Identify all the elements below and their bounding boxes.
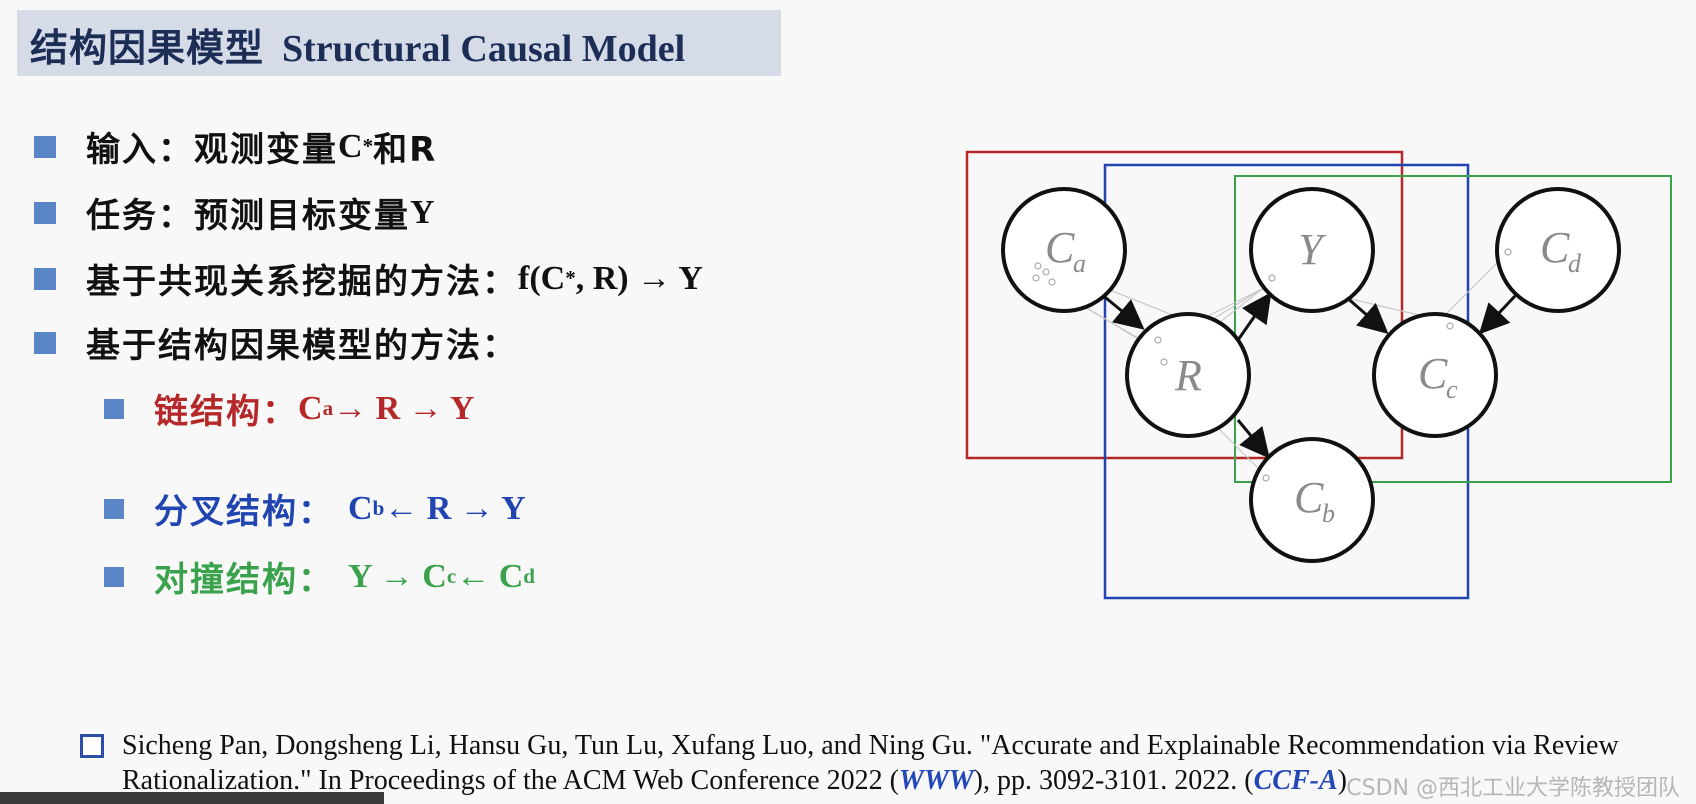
bullet-scm: 基于结构因果模型的方法： <box>34 318 518 367</box>
slide-title-en: Structural Causal Model <box>282 28 686 70</box>
bullet-fork-label: 分叉结构： <box>154 492 334 532</box>
bullet-task-y: Y <box>410 193 435 231</box>
node-cb-label: C <box>1294 473 1324 522</box>
reference-rank: CCF-A <box>1253 765 1338 796</box>
title-band <box>17 10 781 76</box>
node-cc-label: C <box>1418 349 1448 398</box>
bullet-cooccurrence-label: 基于共现关系挖掘的方法： <box>86 262 518 302</box>
bullet-cooccurrence-f: f(C <box>518 259 566 297</box>
node-r-label: R <box>1174 351 1202 400</box>
reference-venue: WWW <box>898 765 974 796</box>
bullet-square-icon <box>104 398 124 419</box>
bullet-fork-sub: b <box>372 496 385 520</box>
node-y: Y <box>1249 187 1375 313</box>
bullet-collider-mid: ← C <box>456 557 524 595</box>
edge-ca-r <box>1099 291 1145 330</box>
bullet-chain-sub: a <box>322 396 334 420</box>
node-cb-sub: b <box>1322 499 1335 528</box>
node-cd-sub: d <box>1568 249 1582 278</box>
causal-diagram: C a Y C d R C c C b <box>960 140 1680 610</box>
bullet-collider-sub1: c <box>446 564 457 588</box>
edge-r-cb <box>1236 419 1270 459</box>
collider-structure-box <box>1234 175 1672 483</box>
bullet-square-icon <box>34 201 56 224</box>
bullet-input-label: 输入：观测变量 <box>86 130 338 170</box>
small-port-circles <box>1032 248 1512 482</box>
causal-diagram-svg: C a Y C d R C c C b <box>965 150 1672 600</box>
node-cc-sub: c <box>1446 375 1458 404</box>
bullet-square-icon <box>104 566 124 587</box>
bullet-square-icon <box>104 498 124 519</box>
slide-title: 结构因果模型 Structural Causal Model <box>30 17 685 72</box>
bullet-cooccurrence: 基于共现关系挖掘的方法：f(C*, R) → Y <box>34 254 703 303</box>
node-ca-label: C <box>1045 223 1075 272</box>
node-r: R <box>1125 312 1251 438</box>
bullet-input-sub: * <box>362 134 374 158</box>
reference-text-2: ), pp. 3092-3101. 2022. ( <box>973 765 1254 796</box>
bullet-scm-label: 基于结构因果模型的方法： <box>86 326 518 366</box>
reference-citation: Sicheng Pan, Dongsheng Li, Hansu Gu, Tun… <box>80 728 1676 798</box>
chain-structure-box <box>965 150 1404 460</box>
watermark: CSDN @西北工业大学陈教授团队 <box>1346 776 1680 801</box>
node-cc: C c <box>1372 312 1498 438</box>
checkbox-bullet-icon <box>80 734 104 758</box>
bottom-caption-strip <box>0 792 384 804</box>
bullet-chain-c: C <box>298 389 323 427</box>
node-y-label: Y <box>1298 225 1327 274</box>
bullet-cooccurrence-sub: * <box>565 266 576 290</box>
bullet-input-tail: 和R <box>373 130 438 170</box>
slide-title-cn: 结构因果模型 <box>30 26 265 70</box>
bullet-cooccurrence-rest: , R) → Y <box>575 259 703 297</box>
bullet-chain-label: 链结构： <box>154 392 298 432</box>
bullet-collider-label: 对撞结构： <box>154 560 334 600</box>
bullet-fork-rest: ← R → Y <box>384 489 526 527</box>
node-ca-sub: a <box>1073 249 1086 278</box>
edge-r-y <box>1236 292 1272 341</box>
bullet-square-icon <box>34 135 56 158</box>
bullet-collider-sub2: d <box>523 564 536 588</box>
bullet-task-label: 任务：预测目标变量 <box>86 196 410 236</box>
reference-text-1: Sicheng Pan, Dongsheng Li, Hansu Gu, Tun… <box>122 730 1619 796</box>
node-cb: C b <box>1249 437 1375 563</box>
reference-text-3: ) <box>1337 765 1347 796</box>
bullet-collider-pre: Y → C <box>348 557 447 595</box>
bullet-chain-rest: → R → Y <box>333 389 475 427</box>
node-ca: C a <box>1001 187 1127 313</box>
bullet-input-c: C <box>338 127 363 165</box>
edge-y-cc <box>1344 294 1389 334</box>
node-cd: C d <box>1495 187 1621 313</box>
edge-cd-cc <box>1478 294 1517 335</box>
bullet-square-icon <box>34 331 56 354</box>
bullet-square-icon <box>34 267 56 290</box>
node-cd-label: C <box>1540 223 1570 272</box>
bullet-fork-c: C <box>348 489 373 527</box>
